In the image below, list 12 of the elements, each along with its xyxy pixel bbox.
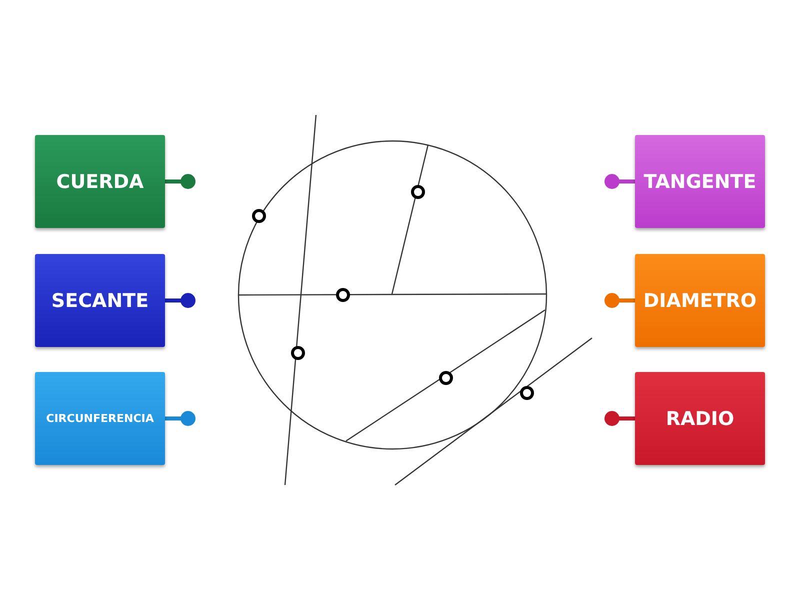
label-text: DIAMETRO: [643, 290, 757, 312]
label-card: [35, 372, 165, 465]
label-card: [35, 254, 165, 347]
label-card: [635, 254, 765, 347]
label-text: RADIO: [666, 408, 734, 430]
label-card: [35, 135, 165, 228]
label-text: CIRCUNFERENCIA: [46, 412, 154, 425]
label-card: [635, 372, 765, 465]
label-text: TANGENTE: [644, 170, 756, 192]
label-text: CUERDA: [56, 170, 144, 192]
label-text: SECANTE: [51, 290, 149, 312]
label-card: [635, 135, 765, 228]
